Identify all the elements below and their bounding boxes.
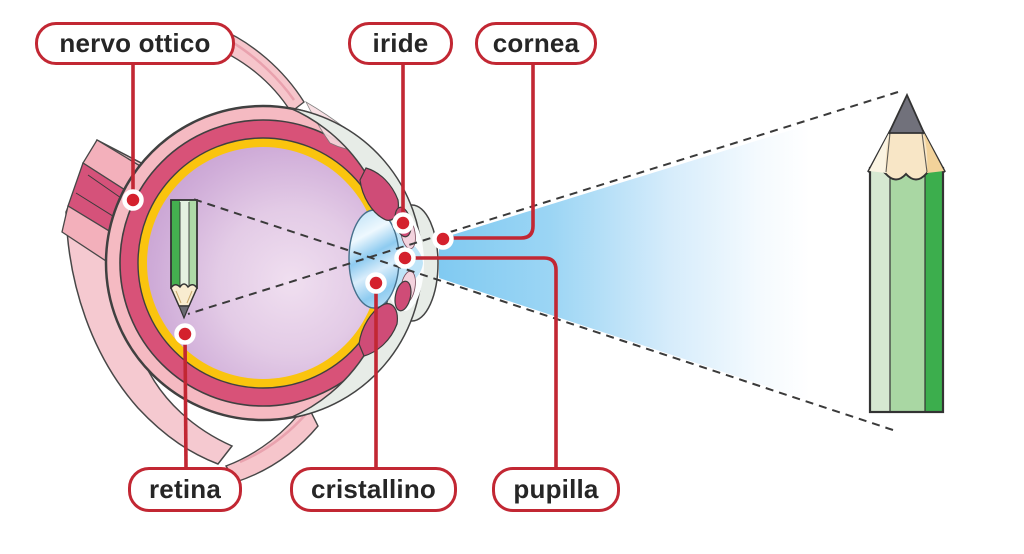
callout-connectors bbox=[122, 65, 558, 468]
label-nervo-ottico-text: nervo ottico bbox=[59, 28, 211, 58]
light-cone bbox=[439, 97, 898, 428]
dot-retina bbox=[174, 323, 196, 345]
label-pupilla-text: pupilla bbox=[513, 474, 599, 504]
label-retina: retina bbox=[128, 467, 242, 512]
label-cornea-text: cornea bbox=[492, 28, 580, 58]
label-pupilla: pupilla bbox=[492, 467, 620, 512]
eyeball bbox=[104, 100, 439, 422]
dot-nervo-ottico bbox=[122, 189, 144, 211]
pencil-object bbox=[867, 92, 946, 414]
label-cornea: cornea bbox=[475, 22, 597, 65]
dot-cristallino bbox=[365, 272, 387, 294]
dot-iride bbox=[392, 212, 414, 234]
label-iride: iride bbox=[348, 22, 453, 65]
pencil-retinal-image bbox=[170, 199, 198, 320]
dot-pupilla bbox=[394, 247, 416, 269]
vitreous-body bbox=[147, 147, 379, 379]
dot-cornea bbox=[432, 228, 454, 250]
connector-retina bbox=[183, 333, 188, 468]
connector-pupilla bbox=[413, 256, 558, 467]
label-retina-text: retina bbox=[148, 474, 221, 504]
dashed-ray-bottom bbox=[192, 198, 894, 431]
label-cristallino: cristallino bbox=[290, 467, 457, 512]
dashed-ray-top bbox=[187, 91, 899, 315]
connector-cornea bbox=[450, 65, 535, 240]
label-cristallino-text: cristallino bbox=[310, 474, 436, 504]
label-nervo-ottico: nervo ottico bbox=[35, 22, 235, 65]
label-iride-text: iride bbox=[372, 28, 429, 58]
